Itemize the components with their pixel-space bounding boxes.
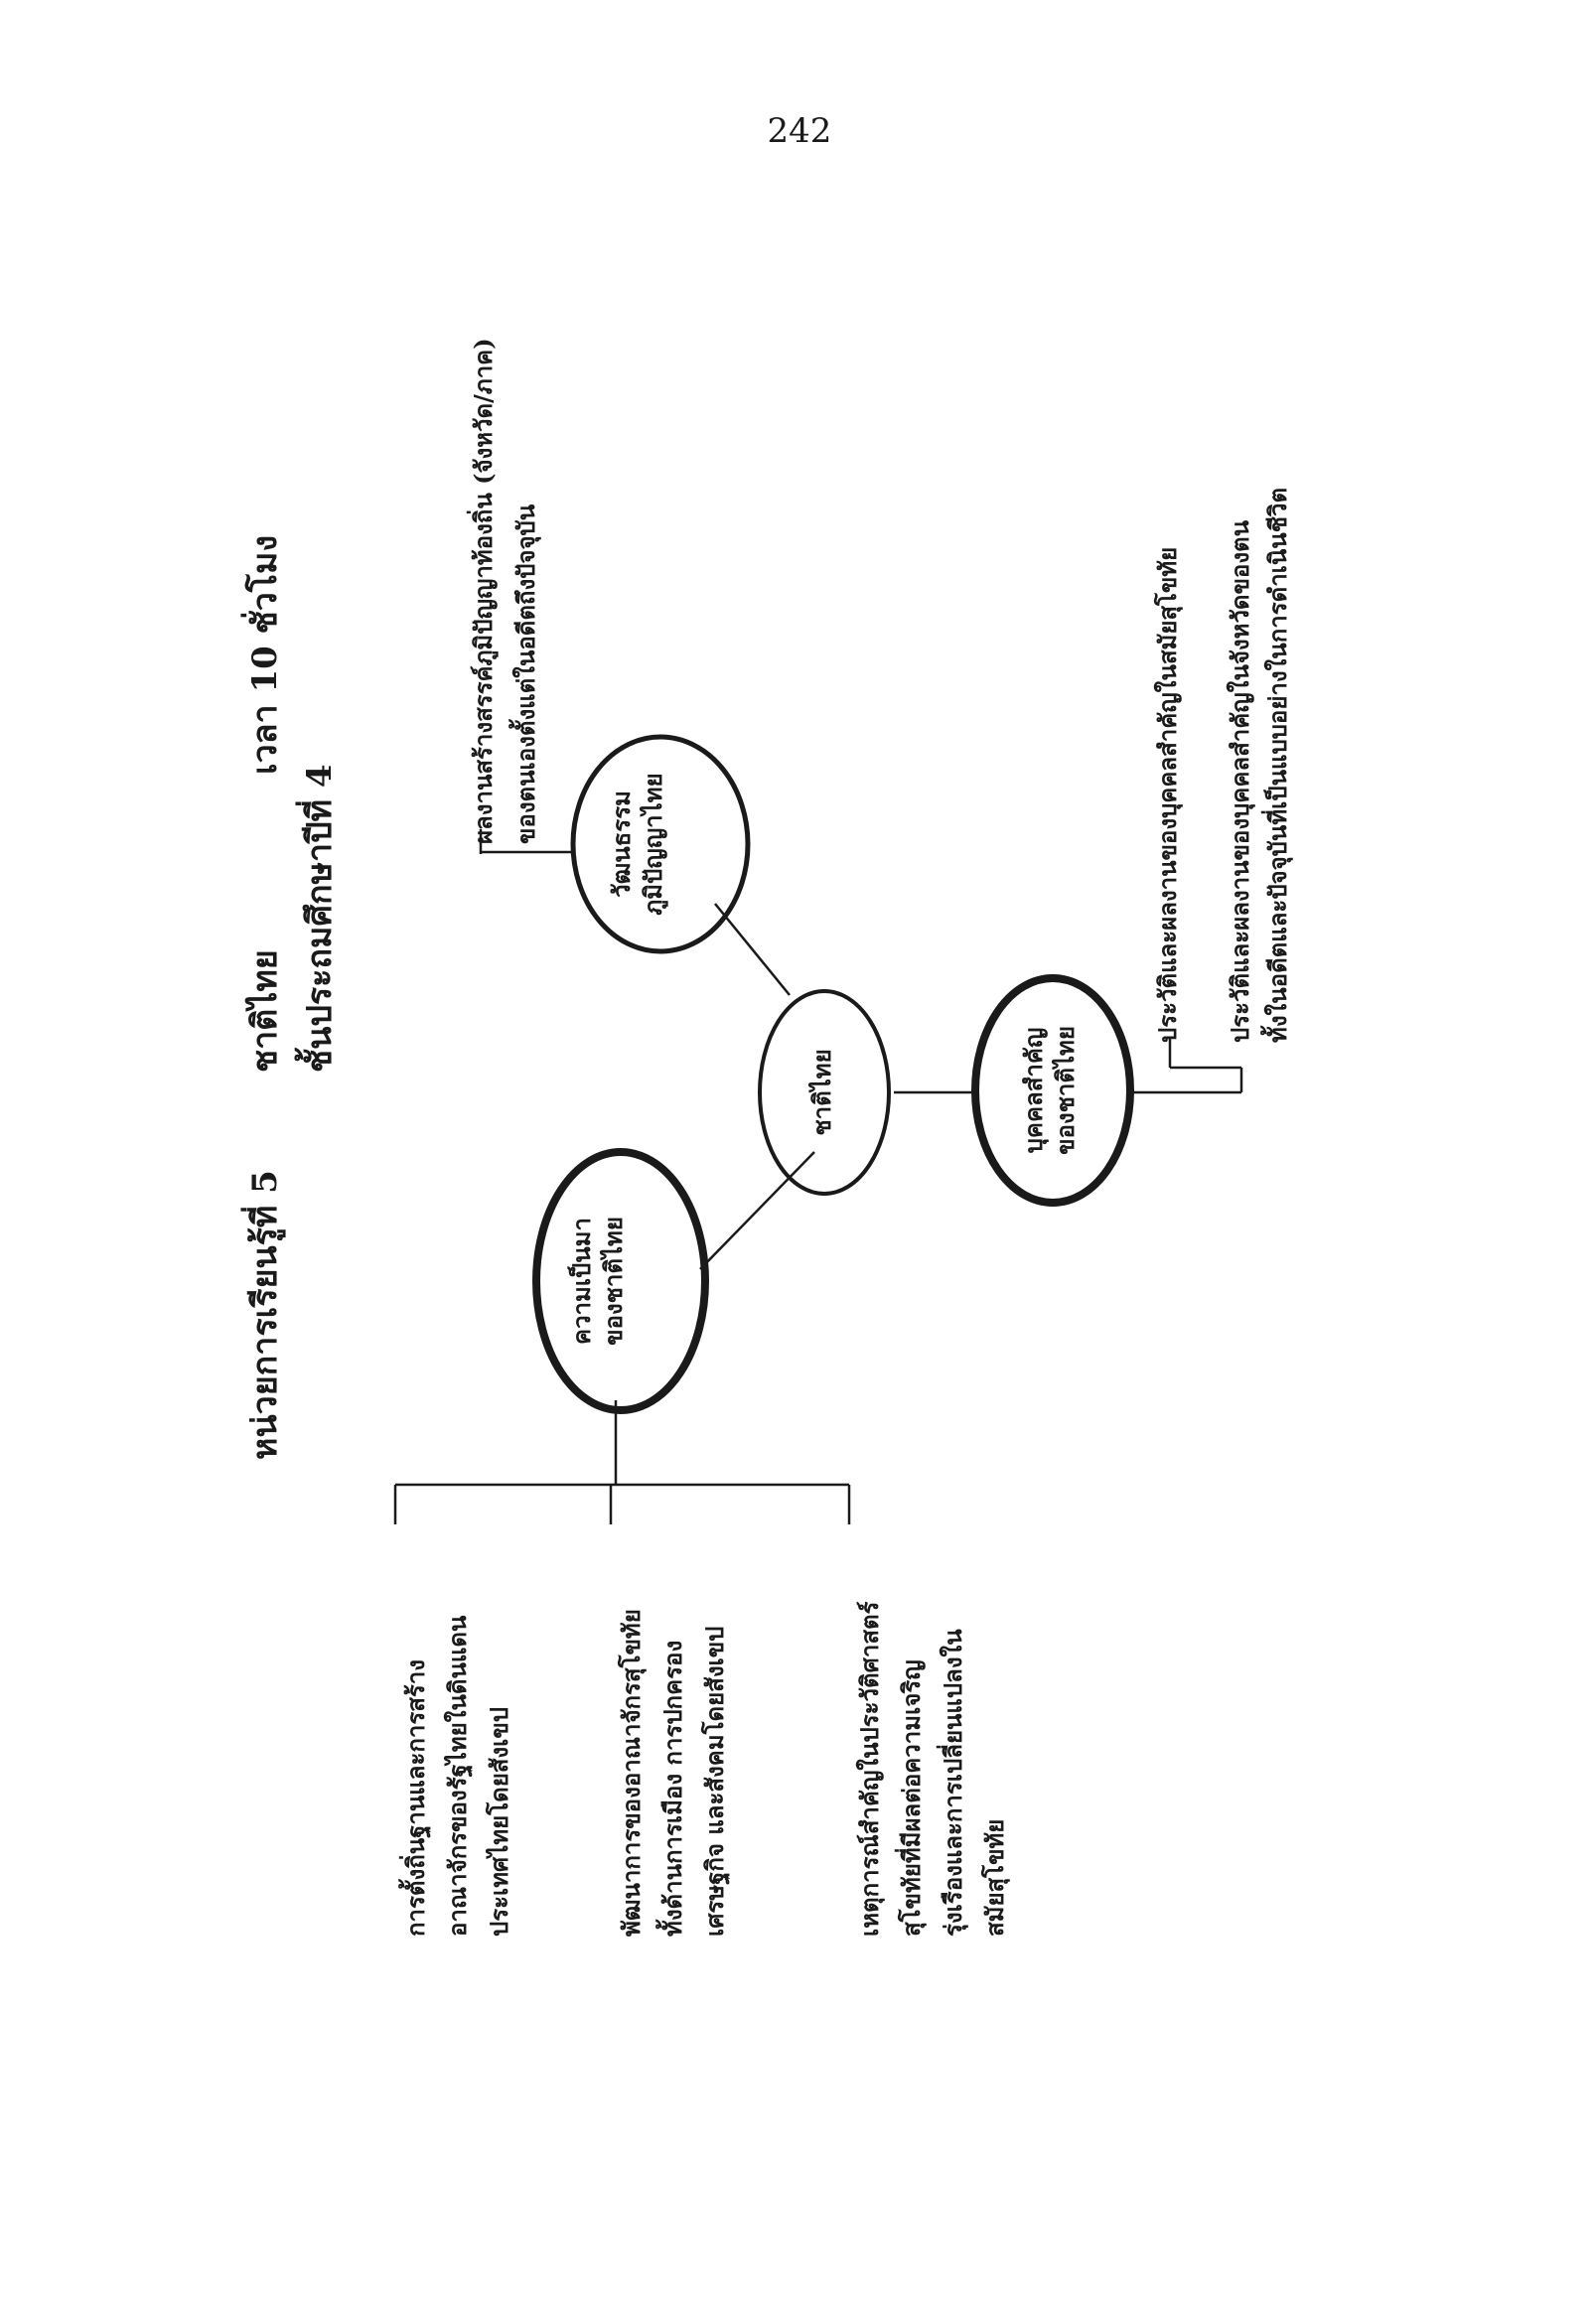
header-unit: หน่วยการเรียนรู้ที่ 5 bbox=[245, 1170, 285, 1460]
node-origin-label: ความเป็นมาของชาติไทย bbox=[567, 1217, 629, 1346]
leaf-origin-1: การตั้งถิ่นฐานและการสร้างอาณาจักรของรัฐไ… bbox=[401, 1615, 513, 1937]
leaf-culture-1: ผลงานสร้างสรรค์ภูมิปัญญาท้องถิ่น (จังหวั… bbox=[469, 338, 541, 844]
header-topic: ชาติไทย bbox=[245, 949, 285, 1073]
node-culture-label: วัฒนธรรมภูมิปัญญาไทย bbox=[607, 773, 668, 916]
page-number: 242 bbox=[767, 111, 832, 151]
node-center-label: ชาติไทย bbox=[807, 1049, 836, 1136]
node-center-ellipse bbox=[758, 989, 891, 1196]
leaf-people-1: ประวัติและผลงานของบุคคลสำคัญในสมัยสุโขทั… bbox=[1153, 546, 1182, 1043]
node-people-label: บุคคลสำคัญของชาติไทย bbox=[1019, 1026, 1081, 1155]
connector-center-culture bbox=[714, 903, 791, 996]
node-people-ellipse bbox=[971, 974, 1134, 1207]
node-origin-ellipse bbox=[532, 1148, 709, 1414]
header-time: เวลา 10 ชั่วโมง bbox=[245, 534, 285, 775]
leaf-origin-2: พัฒนาการของอาณาจักรสุโขทัยทั้งด้านการเมื… bbox=[617, 1609, 729, 1937]
connector-center-origin bbox=[699, 1151, 815, 1270]
leaf-people-2: ประวัติและผลงานของบุคคลสำคัญในจังหวัดของ… bbox=[1226, 487, 1293, 1043]
header-grade: ชั้นประถมศึกษาปีที่ 4 bbox=[300, 764, 340, 1073]
node-culture-ellipse bbox=[570, 734, 751, 954]
leaf-origin-3: เหตุการณ์สำคัญในประวัติศาสตร์สุโขทัยที่ม… bbox=[855, 1601, 1009, 1937]
rotated-text-layer: หน่วยการเรียนรู้ที่ 5 ชาติไทย เวลา 10 ชั… bbox=[199, 149, 1490, 2135]
